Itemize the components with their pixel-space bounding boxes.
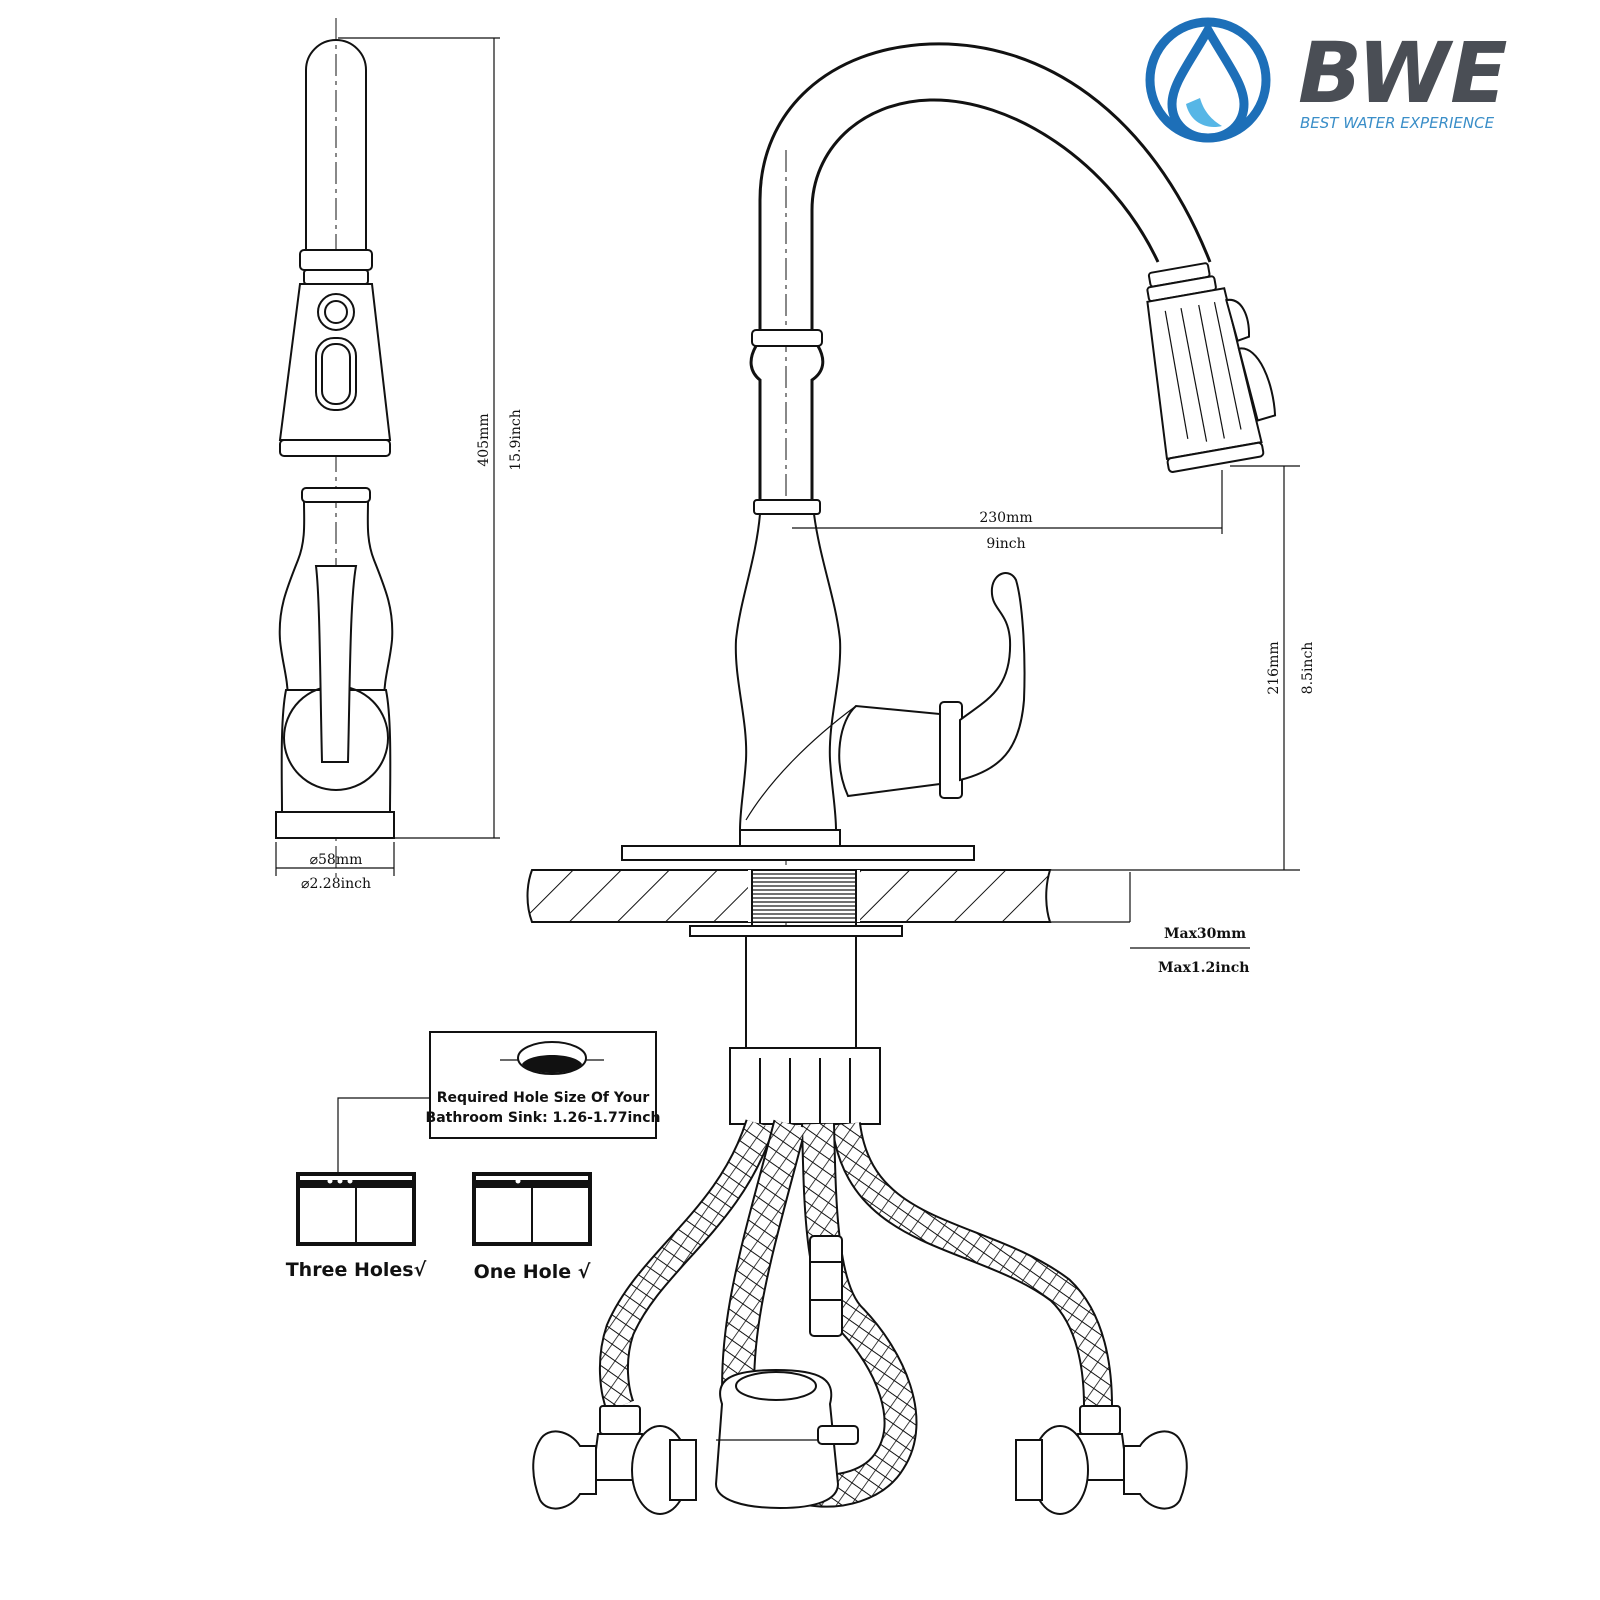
reach-mm: 230mm (979, 510, 1032, 526)
spout-height-mm: 216mm (1266, 641, 1282, 694)
sink-hole-icon (500, 1041, 604, 1075)
sink-option-three-holes: Three Holes√ (286, 1172, 427, 1281)
hole-note-line2: Bathroom Sink: 1.26-1.77inch (426, 1110, 661, 1126)
deck-thickness-mm: Max30mm (1164, 926, 1246, 942)
total-height-mm: 405mm (476, 413, 492, 466)
brand-tagline: BEST WATER EXPERIENCE (1300, 114, 1495, 132)
left-angle-valve (532, 1405, 697, 1515)
hole-note-line1: Required Hole Size Of Your (437, 1090, 650, 1106)
hole-size-note: Required Hole Size Of Your Bathroom Sink… (337, 1031, 661, 1178)
base-diameter-inch: ⌀2.28inch (301, 876, 371, 892)
reach-inch: 9inch (986, 536, 1025, 552)
three-holes-label: Three Holes√ (286, 1259, 427, 1281)
brand-name: BWE (1298, 24, 1507, 122)
total-height-inch: 15.9inch (508, 409, 524, 471)
water-drop-icon (1145, 17, 1271, 143)
deck-thickness-inch: Max1.2inch (1158, 960, 1249, 976)
faucet-front-view: 230mm 9inch 216mm 8.5inch (621, 42, 1316, 1130)
countertop-section: Max30mm Max1.2inch (526, 869, 1250, 976)
mounting-nut (729, 1047, 881, 1125)
sink-option-one-hole: One Hole √ (472, 1172, 592, 1283)
spout-height-inch: 8.5inch (1300, 642, 1316, 695)
right-angle-valve (1015, 1405, 1188, 1515)
under-sink-assembly (532, 935, 1188, 1515)
faucet-side-view: ⌀58mm ⌀2.28inch 405mm 15.9inch (275, 18, 524, 892)
brand-logo: BWE BEST WATER EXPERIENCE (1145, 17, 1507, 143)
base-diameter-mm: ⌀58mm (310, 852, 363, 868)
one-hole-label: One Hole √ (474, 1261, 591, 1283)
